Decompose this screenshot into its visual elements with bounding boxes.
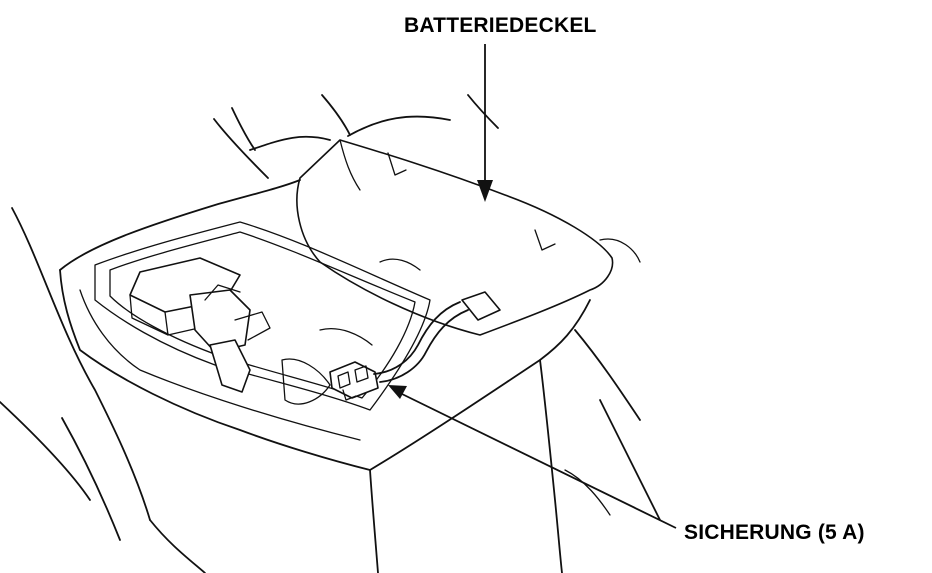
fuse-arrow [388, 385, 677, 529]
seat-outline-left [0, 207, 206, 573]
fuse-box [329, 361, 379, 401]
console-body [59, 179, 661, 573]
battery-cover-arrow [477, 44, 493, 202]
battery-block [129, 257, 373, 405]
battery-cover-label: BATTERIEDECKEL [404, 14, 597, 37]
fuse-cable [373, 291, 501, 383]
compartment-tray [79, 221, 431, 441]
fuse-label: SICHERUNG (5 A) [684, 521, 865, 544]
